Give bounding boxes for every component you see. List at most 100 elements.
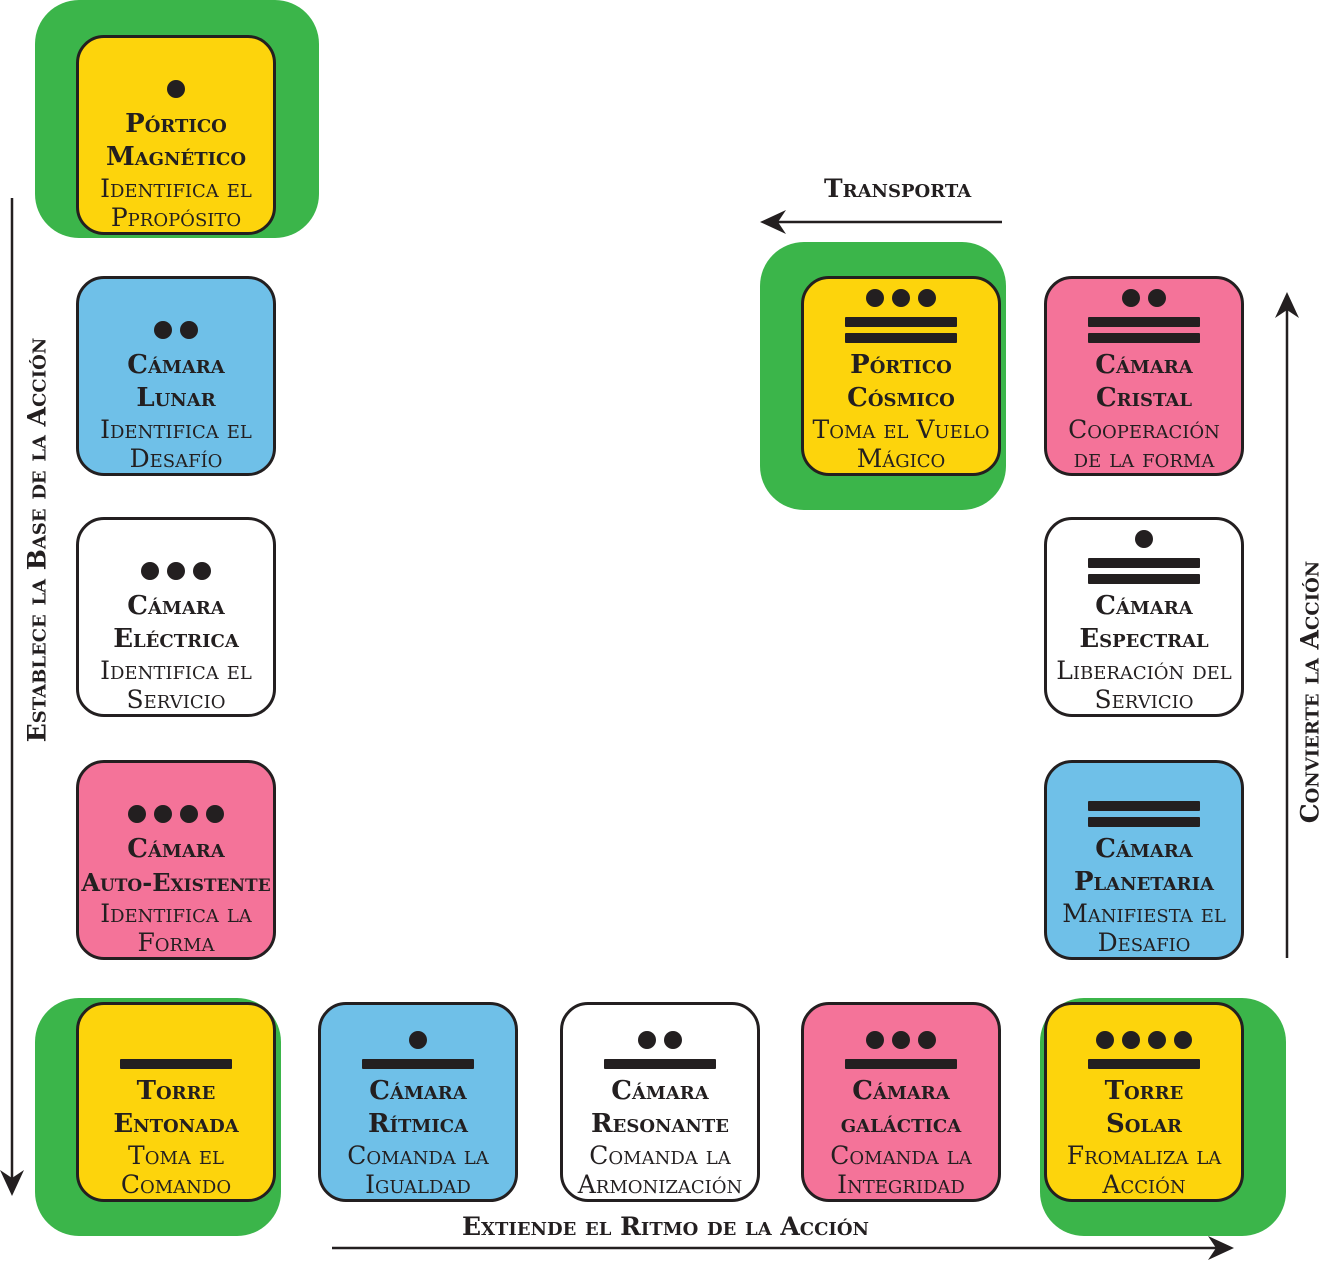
bottom-arrow-head: [1208, 1236, 1234, 1260]
card-title-line2: Solar: [1105, 1109, 1183, 1139]
card-title-line1: Cámara: [1095, 350, 1193, 380]
card-desc-line1: Fromaliza la: [1066, 1141, 1222, 1170]
glyph-dot: [1122, 289, 1140, 307]
card-desc-line1: Liberación del: [1056, 656, 1232, 685]
tone-glyph: [79, 1005, 273, 1075]
card-title-line2: galáctica: [840, 1109, 962, 1139]
card-title-line1: Cámara: [611, 1076, 709, 1106]
glyph-dots: [167, 80, 185, 98]
card-title-line1: Cámara: [127, 350, 225, 380]
glyph-dot: [1096, 1031, 1114, 1049]
glyph-dots: [1096, 1031, 1192, 1049]
card-title-line2: Espectral: [1079, 624, 1209, 654]
tone-glyph: [804, 279, 998, 349]
glyph-dot: [892, 289, 910, 307]
glyph-dot: [409, 1031, 427, 1049]
label-convierte: Convierte la Acción: [1295, 560, 1325, 824]
card-title-line1: Cámara: [1095, 834, 1193, 864]
glyph-dot: [141, 562, 159, 580]
tone-glyph: [1047, 520, 1241, 590]
glyph-bar: [120, 1059, 232, 1069]
glyph-dot: [1135, 530, 1153, 548]
glyph-bar: [604, 1059, 716, 1069]
card-title-line1: Cámara: [127, 591, 225, 621]
glyph-dot: [918, 1031, 936, 1049]
glyph-dot: [167, 562, 185, 580]
card-desc-line1: Comanda la: [589, 1141, 731, 1170]
card-title-line2: Lunar: [136, 383, 216, 413]
glyph-dot: [638, 1031, 656, 1049]
tone-glyph: [804, 1005, 998, 1075]
card-title-line2: Entonada: [113, 1109, 239, 1139]
card-desc-line1: Identifica el: [100, 415, 252, 444]
card-desc-line2: Integridad: [837, 1170, 965, 1199]
tone-glyph: [563, 1005, 757, 1075]
glyph-bar: [362, 1059, 474, 1069]
card-desc-line1: Manifiesta el: [1062, 899, 1226, 928]
card-desc-line1: Identifica el: [100, 656, 252, 685]
glyph-dots: [154, 321, 198, 339]
label-extiende: Extiende el Ritmo de la Acción: [462, 1212, 869, 1241]
glyph-bar: [1088, 1059, 1200, 1069]
glyph-dots: [1122, 289, 1166, 307]
card-desc-line2: Servicio: [126, 685, 226, 714]
glyph-dot: [206, 805, 224, 823]
tone-glyph: [1047, 763, 1241, 833]
glyph-dot: [180, 805, 198, 823]
card-title-line2: Resonante: [591, 1109, 729, 1139]
card-title-line1: Cámara: [369, 1076, 467, 1106]
tone-glyph: [79, 279, 273, 349]
glyph-bar: [1088, 574, 1200, 584]
card-title-line2: Rítmica: [367, 1109, 469, 1139]
card-desc-line1: Identifica la: [100, 899, 252, 928]
glyph-bar: [845, 317, 957, 327]
glyph-dots: [866, 1031, 936, 1049]
card-desc-line2: Acción: [1102, 1170, 1186, 1199]
top-arrow-head: [760, 210, 786, 234]
glyph-dot: [892, 1031, 910, 1049]
glyph-bar: [1088, 317, 1200, 327]
card-desc-line1: Identifica el: [100, 174, 252, 203]
card-desc-line2: Servicio: [1094, 685, 1194, 714]
card-desc-line1: Toma el: [128, 1141, 224, 1170]
glyph-bar: [845, 333, 957, 343]
tone-glyph: [321, 1005, 515, 1075]
glyph-bar: [1088, 333, 1200, 343]
card-title-line1: Cámara: [127, 834, 225, 864]
card-title-line1: Cámara: [852, 1076, 950, 1106]
card-desc-line1: Comanda la: [347, 1141, 489, 1170]
glyph-dot: [167, 80, 185, 98]
glyph-dot: [154, 805, 172, 823]
glyph-dot: [866, 289, 884, 307]
tone-glyph: [1047, 279, 1241, 349]
card-title-line2: Cósmico: [847, 383, 955, 413]
glyph-dot: [154, 321, 172, 339]
glyph-dots: [409, 1031, 427, 1049]
card-title-line2: Planetaria: [1073, 867, 1215, 897]
tone-glyph: [79, 763, 273, 833]
tone-glyph: [1047, 1005, 1241, 1075]
glyph-bar: [1088, 817, 1200, 827]
card-title-line2: Cristal: [1095, 383, 1193, 413]
card-title-line1: Torre: [1104, 1076, 1184, 1106]
label-transporta: Transporta: [824, 174, 972, 203]
glyph-bar: [1088, 801, 1200, 811]
card-title-line1: Cámara: [1095, 591, 1193, 621]
card-title-line2: Auto-Existente: [81, 868, 271, 897]
tone-glyph: [79, 520, 273, 590]
card-desc-line2: de la forma: [1073, 444, 1215, 473]
card-desc-line2: Comando: [120, 1170, 232, 1199]
tone-glyph: [79, 38, 273, 108]
left-arrow-head: [0, 1170, 24, 1196]
